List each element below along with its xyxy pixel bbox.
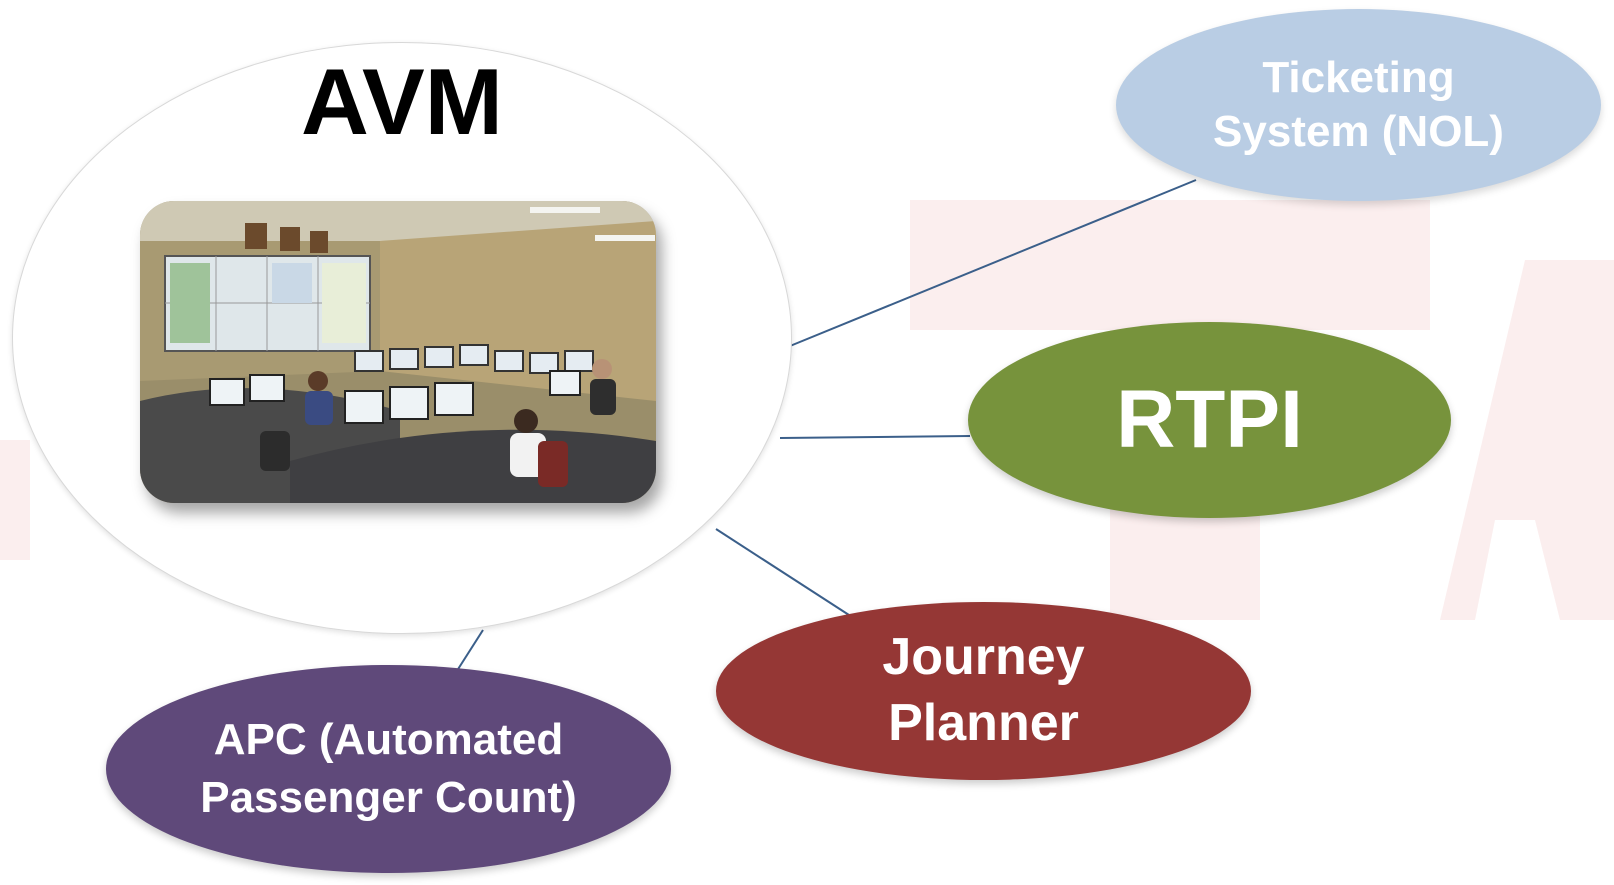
connector-rtpi [779,435,971,439]
ticketing-line-2: System (NOL) [1213,107,1504,156]
apc-line-1: APC (Automated [213,714,564,764]
apc-line-2: Passenger Count) [200,773,577,822]
rtpi-label: RTPI [1116,374,1303,465]
journey-planner-node: Journey Planner [716,602,1251,780]
journey-line-2: Planner [888,694,1079,752]
control-room-photo [140,201,656,503]
avm-title: AVM [301,49,503,154]
connector-ticketing [789,179,1197,347]
journey-line-1: Journey [882,628,1085,687]
apc-node: APC (Automated Passenger Count) [106,665,671,873]
rtpi-node: RTPI [968,322,1451,518]
ticketing-system-node: Ticketing System (NOL) [1116,9,1601,201]
connector-journey [715,528,867,627]
avm-node: AVM [12,42,792,634]
ticketing-line-1: Ticketing [1262,53,1455,103]
